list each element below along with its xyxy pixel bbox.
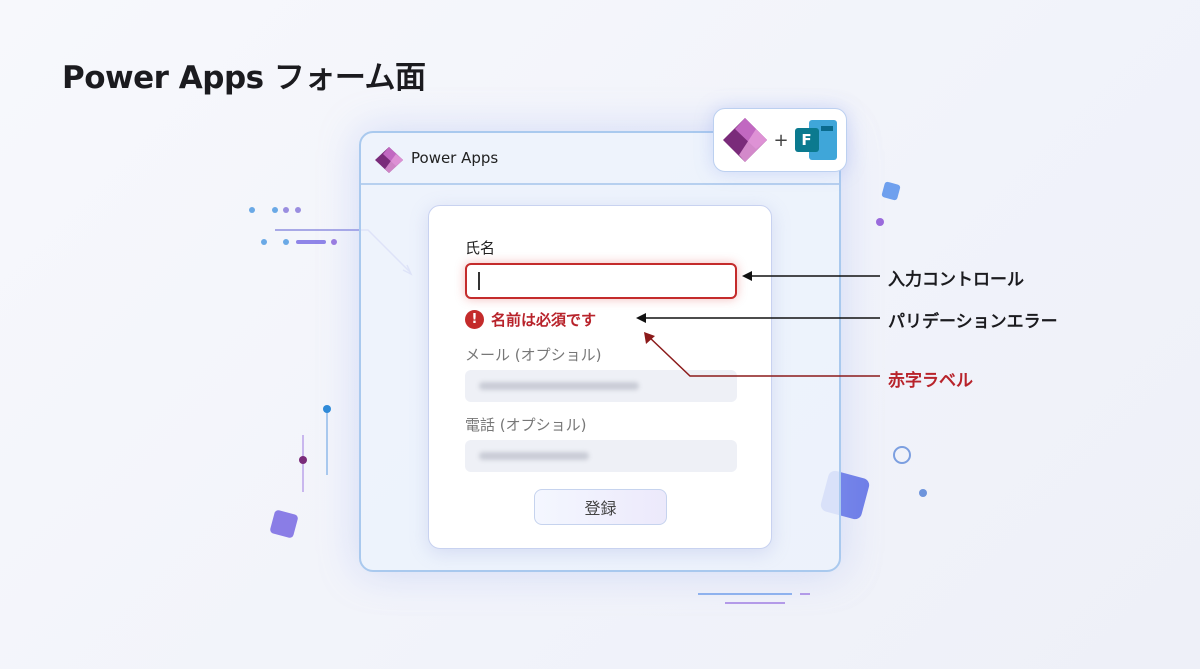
error-text: 名前は必須です <box>491 311 597 329</box>
submit-button[interactable]: 登録 <box>534 489 667 525</box>
name-label: 氏名 <box>465 239 496 257</box>
error-icon: ! <box>465 310 484 329</box>
text-caret <box>478 272 480 290</box>
power-apps-logo-icon <box>375 147 403 173</box>
annotation-red-label: 赤字ラベル <box>888 371 973 391</box>
phone-input[interactable] <box>465 440 737 472</box>
email-label: メール (オプショル) <box>465 346 602 364</box>
phone-label: 電話 (オプショル) <box>465 416 587 434</box>
microsoft-forms-icon: F <box>794 120 837 160</box>
annotation-validation-error: パリデーションエラー <box>888 312 1058 332</box>
window-title-bar: Power Apps <box>361 133 839 185</box>
window-title: Power Apps <box>411 149 499 167</box>
name-input[interactable] <box>465 263 737 299</box>
powerapps-forms-badge: + F <box>713 108 847 172</box>
annotation-input-control: 入力コントロール <box>888 270 1024 290</box>
email-input[interactable] <box>465 370 737 402</box>
validation-error: ! 名前は必須です <box>465 309 596 330</box>
plus-sign: + <box>773 129 789 151</box>
page-title: Power Apps フォーム面 <box>62 60 426 96</box>
power-apps-logo-icon <box>723 118 768 162</box>
form-card: 氏名 ! 名前は必須です メール (オプショル) 電話 (オプショル) 登録 <box>428 205 772 549</box>
